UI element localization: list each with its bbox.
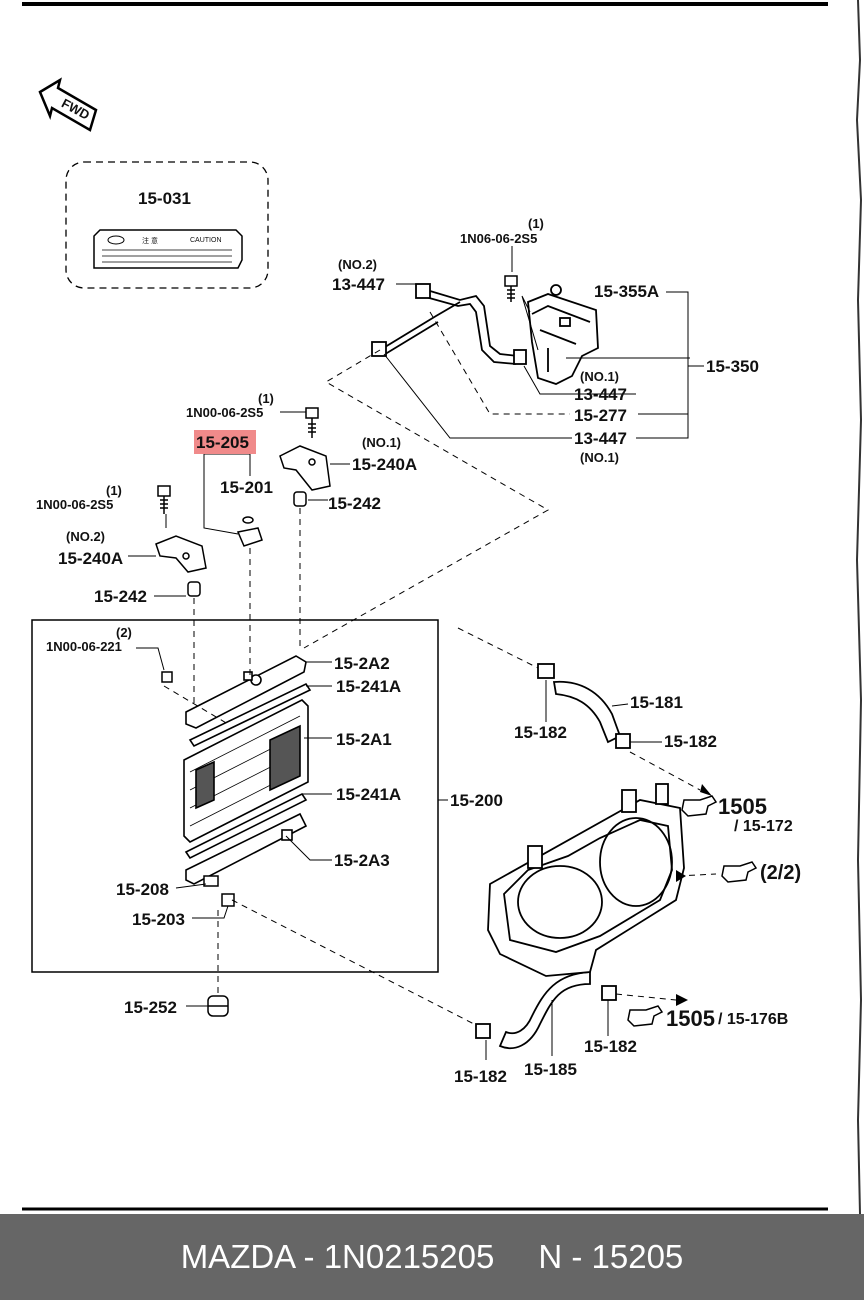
- radiator-cap: [236, 516, 263, 547]
- part-label-15-208: 15-208: [116, 880, 169, 899]
- radiator-assembly-box: [31, 619, 439, 973]
- part-label-15-241a-top: 15-241A: [336, 677, 401, 696]
- part-label-15-2a1: 15-2A1: [336, 730, 392, 749]
- parts-diagram: FWD 15-031 注 意 CAUTION: [22, 0, 863, 1214]
- arrow-head-icon: [676, 994, 688, 1006]
- grommet-15-252: [207, 995, 229, 1017]
- radiator-upper-tank: [185, 655, 312, 748]
- upper-hose: [537, 663, 631, 749]
- ref-15-172: / 15-172: [734, 818, 793, 835]
- bracket-no1: [279, 445, 331, 491]
- bracket-no2: [155, 535, 207, 573]
- note-no2-bracket: (NO.2): [66, 529, 105, 544]
- part-label-15-242-right: 15-242: [328, 494, 381, 513]
- caution-emblem-icon: [107, 235, 125, 245]
- grommet-15-242-right: [293, 491, 307, 507]
- ref-15-176b: / 15-176B: [718, 1011, 788, 1028]
- part-label-15-241a-low: 15-241A: [336, 785, 401, 804]
- part-label-15-181: 15-181: [630, 693, 683, 712]
- fan-shroud: [487, 783, 685, 977]
- bolt-1n06: [504, 275, 518, 302]
- highlight-15-205: [194, 430, 256, 454]
- part-label-15-182-c: 15-182: [584, 1037, 637, 1056]
- ref-1505-b: 1505: [666, 1006, 715, 1031]
- pointing-hand-icon: [721, 861, 758, 883]
- part-label-15-355a: 15-355A: [594, 282, 659, 301]
- ref-1505-a: 1505: [718, 794, 767, 819]
- part-label-15-201: 15-201: [220, 478, 273, 497]
- part-label-15-182-d: 15-182: [454, 1067, 507, 1086]
- part-label-1n06-06-2s5: 1N06-06-2S5: [460, 231, 537, 246]
- qty-1n06: (1): [528, 216, 544, 231]
- footer-bar: MAZDA - 1N0215205 N - 15205: [0, 1214, 864, 1300]
- part-label-15-182-a: 15-182: [514, 723, 567, 742]
- grommet-15-242-left: [187, 581, 201, 597]
- pointing-hand-icon: [681, 795, 718, 817]
- footer-part-number: MAZDA - 1N0215205: [180, 1238, 495, 1275]
- part-label-15-277: 15-277: [574, 406, 627, 425]
- drain-plug: [203, 875, 235, 907]
- bolt-1n00-b: [157, 485, 171, 514]
- part-label-15-2a3: 15-2A3: [334, 851, 390, 870]
- qty-1n00-c: (2): [116, 625, 132, 640]
- arrow-head-icon: [700, 784, 712, 796]
- part-label-15-182-b: 15-182: [664, 732, 717, 751]
- note-no1-low: (NO.1): [580, 450, 619, 465]
- fwd-arrow-icon: FWD: [38, 77, 98, 132]
- radiator-core: [183, 699, 309, 843]
- part-label-15-2a2: 15-2A2: [334, 654, 390, 673]
- part-label-15-252: 15-252: [124, 998, 177, 1017]
- part-label-1n00-06-2s5-b: 1N00-06-2S5: [36, 497, 113, 512]
- caution-jp-text: 注 意: [142, 236, 158, 245]
- bolt-1n00-221: [161, 671, 173, 683]
- part-label-13-447-top: 13-447: [332, 275, 385, 294]
- part-label-15-203: 15-203: [132, 910, 185, 929]
- arrow-head-icon: [676, 870, 686, 882]
- part-label-13-447-mid: 13-447: [574, 385, 627, 404]
- lower-hose: [475, 971, 617, 1050]
- part-label-15-185: 15-185: [524, 1060, 577, 1079]
- part-label-1n00-06-221: 1N00-06-221: [46, 639, 122, 654]
- part-label-1n00-06-2s5-a: 1N00-06-2S5: [186, 405, 263, 420]
- right-edge: [855, 0, 863, 1214]
- part-label-13-447-low: 13-447: [574, 429, 627, 448]
- part-label-15-031: 15-031: [138, 189, 191, 208]
- footer-reference: N - 15205: [538, 1238, 684, 1275]
- part-label-15-205: 15-205: [196, 433, 249, 452]
- overflow-hose: [371, 283, 527, 365]
- radiator-lower-tank: [184, 792, 308, 885]
- leader-lines-dashed: [163, 311, 717, 1025]
- bolt-1n00-a: [305, 407, 319, 438]
- part-label-15-240a-left: 15-240A: [58, 549, 123, 568]
- part-label-15-240a-right: 15-240A: [352, 455, 417, 474]
- note-no1-bracket: (NO.1): [362, 435, 401, 450]
- note-no1-mid: (NO.1): [580, 369, 619, 384]
- part-label-15-200: 15-200: [450, 791, 503, 810]
- part-label-15-350: 15-350: [706, 357, 759, 376]
- reservoir-tank: [527, 284, 599, 385]
- caution-en-text: CAUTION: [190, 237, 222, 244]
- caution-label-group: 15-031 注 意 CAUTION: [65, 161, 269, 289]
- note-no2-hose: (NO.2): [338, 257, 377, 272]
- qty-1n00-b: (1): [106, 483, 122, 498]
- ref-2-2: (2/2): [760, 862, 801, 884]
- pointing-hand-icon: [627, 1005, 664, 1027]
- part-label-15-242-left: 15-242: [94, 587, 147, 606]
- qty-1n00-a: (1): [258, 391, 274, 406]
